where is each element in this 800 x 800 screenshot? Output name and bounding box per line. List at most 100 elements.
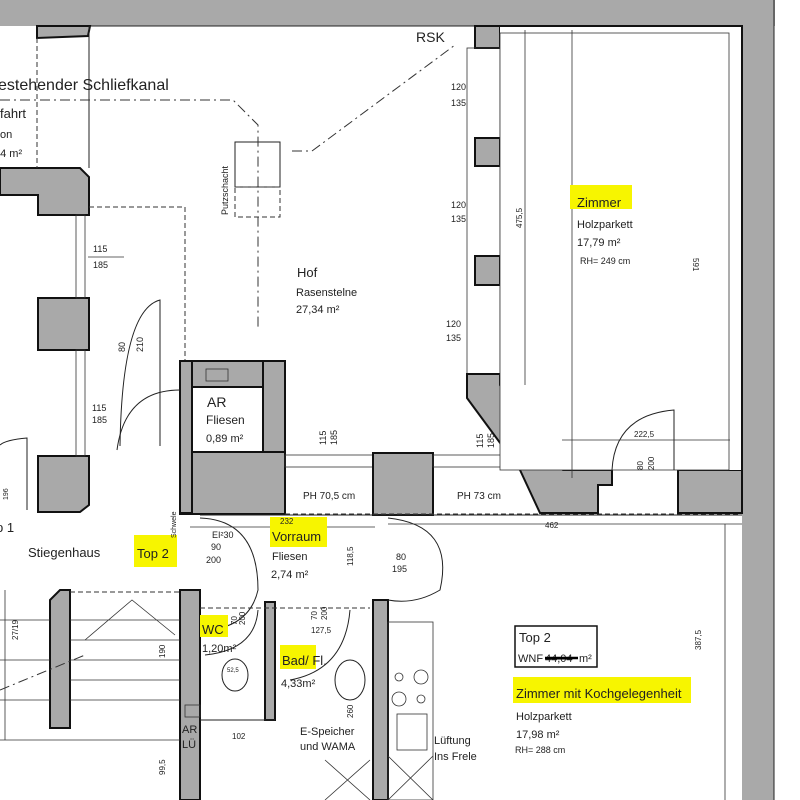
stove-burner-icon xyxy=(413,669,429,685)
zimmer-area: 17,79 m² xyxy=(577,237,621,249)
zimmer-inner xyxy=(499,32,730,471)
highlight xyxy=(280,645,316,669)
toilet-icon xyxy=(221,658,249,692)
dim: 196 xyxy=(3,488,10,500)
top-outer-wall xyxy=(0,0,775,26)
dimension-labels: 115 185 115 185 115 185 115 185 120 135 … xyxy=(3,82,703,775)
wc-area: 1,20m² xyxy=(202,643,237,655)
wall-block xyxy=(372,452,434,516)
stairs xyxy=(0,590,180,741)
dim: 120 xyxy=(451,200,466,210)
door-swing xyxy=(289,609,351,681)
vent xyxy=(205,368,229,382)
vorraum-area: 2,74 m² xyxy=(271,569,309,581)
zimmer-height: RH= 249 cm xyxy=(580,256,630,266)
wc-name: WC xyxy=(202,622,224,637)
ph-right: PH 73 cm xyxy=(457,491,501,502)
stair-wall xyxy=(49,589,71,729)
dim: 210 xyxy=(135,337,145,352)
ar-area: 0,89 m² xyxy=(206,433,244,445)
vorraum-name: Vorraum xyxy=(272,529,321,544)
dim: EI²30 xyxy=(212,530,234,540)
highlight xyxy=(570,185,632,209)
dim: 222,5 xyxy=(634,430,655,439)
dim: 185 xyxy=(93,260,108,270)
dim: 135 xyxy=(451,214,466,224)
dashdot-line xyxy=(0,654,86,691)
door-swing xyxy=(119,299,161,447)
kueche-name: Zimmer mit Kochgelegenheit xyxy=(516,686,682,701)
espeicher-line2: und WAMA xyxy=(300,741,356,753)
wnf-prefix: WNF xyxy=(518,653,543,665)
putzschacht-label: Putzschacht xyxy=(220,165,230,215)
dim: 185 xyxy=(92,415,107,425)
dim: 190 xyxy=(158,644,167,658)
wall-block xyxy=(36,25,92,40)
door-swing xyxy=(116,389,181,451)
dim: 135 xyxy=(451,98,466,108)
dim: 232 xyxy=(280,517,294,526)
hof-name: Hof xyxy=(297,265,318,280)
dim: 195 xyxy=(392,564,407,574)
left-room-area: 64 m² xyxy=(0,148,22,160)
stiegenhaus-label: Stiegenhaus xyxy=(28,545,101,560)
wall-block xyxy=(37,455,90,513)
dim: 115 xyxy=(92,403,106,413)
top2-label: Top 2 xyxy=(137,546,169,561)
shaft-icon xyxy=(184,704,201,718)
cross-box xyxy=(387,755,434,800)
wall-block xyxy=(474,255,501,286)
kitchen-counter xyxy=(387,621,434,800)
ar-lu-line2: LÜ xyxy=(182,739,196,751)
window xyxy=(284,454,374,468)
dim: 80 xyxy=(117,342,127,352)
wall-block xyxy=(264,601,276,721)
wall-block xyxy=(37,297,90,351)
dim: 591 xyxy=(691,258,700,272)
dim: 462 xyxy=(545,521,559,530)
dim: 27/19 xyxy=(11,619,20,640)
stove-burner-icon xyxy=(394,672,404,682)
dim: 200 xyxy=(647,456,656,470)
ph-left: PH 70,5 cm xyxy=(303,491,355,502)
dim: 102 xyxy=(232,732,246,741)
dim: 70 xyxy=(230,616,239,625)
dim: 185 xyxy=(329,430,339,445)
zimmer-name: Zimmer xyxy=(577,195,622,210)
dim: 260 xyxy=(346,704,355,718)
dim: 118,5 xyxy=(346,546,355,566)
espeicher-line1: E-Speicher xyxy=(300,726,355,738)
bad-name: Bad/ Fl. xyxy=(282,653,327,668)
wall-block xyxy=(474,137,501,167)
dim: 135 xyxy=(446,333,461,343)
schliefkanal-label: estehender Schliefkanal xyxy=(0,77,169,94)
wall-block xyxy=(179,360,193,514)
dim: 90 xyxy=(211,542,221,552)
door-swing xyxy=(387,517,444,602)
dim: 115 xyxy=(93,244,107,254)
cross-box xyxy=(324,759,371,800)
wall-block xyxy=(179,451,286,515)
dim: 115 xyxy=(475,434,485,448)
kueche-height: RH= 288 cm xyxy=(515,745,565,755)
ar-floor: Fliesen xyxy=(206,413,245,427)
door-swing xyxy=(199,517,259,631)
left-room-name: fahrt xyxy=(0,106,26,121)
vorraum-floor: Fliesen xyxy=(272,551,307,563)
dim: 99,5 xyxy=(158,759,167,775)
wall-block xyxy=(474,25,501,49)
dim: 200 xyxy=(238,611,247,625)
dim: 200 xyxy=(206,555,221,565)
ar-name: AR xyxy=(207,394,226,410)
highlight xyxy=(134,535,177,567)
left-room-floor: on xyxy=(0,129,12,141)
dim: 387,5 xyxy=(694,629,703,650)
door-swing xyxy=(611,409,675,471)
lueftung-line2: Ins Frele xyxy=(434,751,477,763)
dim: 115 xyxy=(318,431,328,445)
wnf-unit: m² xyxy=(579,653,592,665)
schliefkanal-line xyxy=(292,44,456,152)
dim: 185 xyxy=(486,433,496,448)
dim: 80 xyxy=(636,461,645,470)
